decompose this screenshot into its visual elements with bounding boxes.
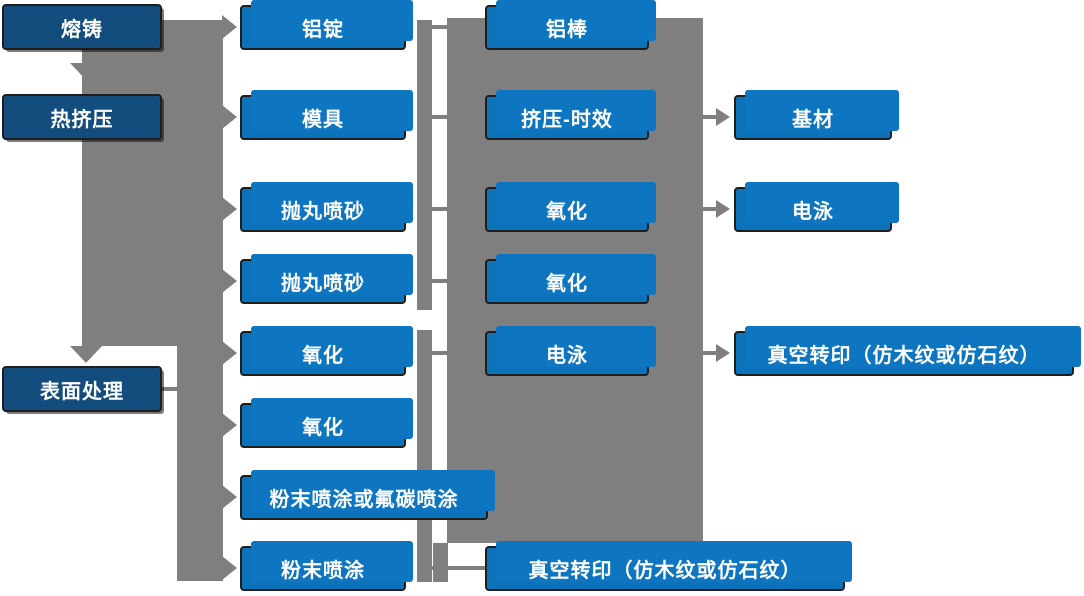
arrow-to-shot-blasting-2 [222,269,237,293]
node-hot-extrusion: 热挤压 [2,94,162,140]
node-base-material: 基材 [734,95,892,140]
node-vacuum-transfer-print-right: 真空转印（仿木纹或仿石纹） [734,331,1074,376]
node-extrusion-aging: 挤压-时效 [485,95,649,140]
arrow-to-oxidation-1 [222,341,237,365]
node-electrophoresis-1: 电泳 [485,331,649,376]
arrow-to-base-material [716,108,730,126]
arrow-down-to-surface-treatment [70,346,102,363]
connector-left-band [82,20,223,346]
node-vacuum-transfer-print-bottom: 真空转印（仿木纹或仿石纹） [485,546,845,591]
line-surface-treatment-to-spine [161,387,178,391]
link-row1 [430,25,448,29]
stem-to-vacuum-transfer [702,351,718,355]
stem-to-electrophoresis [702,207,718,211]
node-surface-treatment: 表面处理 [2,366,162,412]
connector-bottom-stub-bar [433,543,448,582]
node-oxidation-4: 氧化 [485,259,649,304]
arrow-to-oxidation-2 [222,413,237,437]
arrow-to-powder-coating [222,556,237,580]
connector-middle-bar-lower [417,330,432,582]
node-shot-blasting-1: 抛丸喷砂 [240,187,406,232]
arrow-down-to-hot-extrusion [70,63,102,80]
connector-middle-bar-upper [417,20,432,310]
node-shot-blasting-2: 抛丸喷砂 [240,259,406,304]
arrow-to-shot-blasting-1 [222,197,237,221]
arrow-to-vacuum-transfer [716,344,730,362]
node-die: 模具 [240,95,406,140]
connector-left-spine-lower [177,344,223,581]
link-row8-to-vacuum-transfer [430,566,487,570]
node-melting-casting: 熔铸 [2,4,162,50]
node-aluminum-rod: 铝棒 [485,5,649,50]
node-powder-or-fluorocarbon-coating: 粉末喷涂或氟碳喷涂 [240,475,488,520]
link-row4 [430,279,448,283]
stem-to-base-material [702,115,718,119]
node-oxidation-1: 氧化 [240,331,406,376]
arrow-to-electrophoresis [716,200,730,218]
node-oxidation-2: 氧化 [240,403,406,448]
arrow-to-die [222,105,237,129]
link-row5 [430,351,448,355]
link-row3 [430,207,448,211]
arrow-to-aluminum-ingot [222,15,237,39]
node-aluminum-ingot: 铝锭 [240,5,406,50]
link-row2 [430,115,448,119]
node-oxidation-3: 氧化 [485,187,649,232]
arrow-to-powder-fluorocarbon-coating [222,485,237,509]
node-electrophoresis-2: 电泳 [734,187,892,232]
node-powder-coating: 粉末喷涂 [240,546,406,591]
